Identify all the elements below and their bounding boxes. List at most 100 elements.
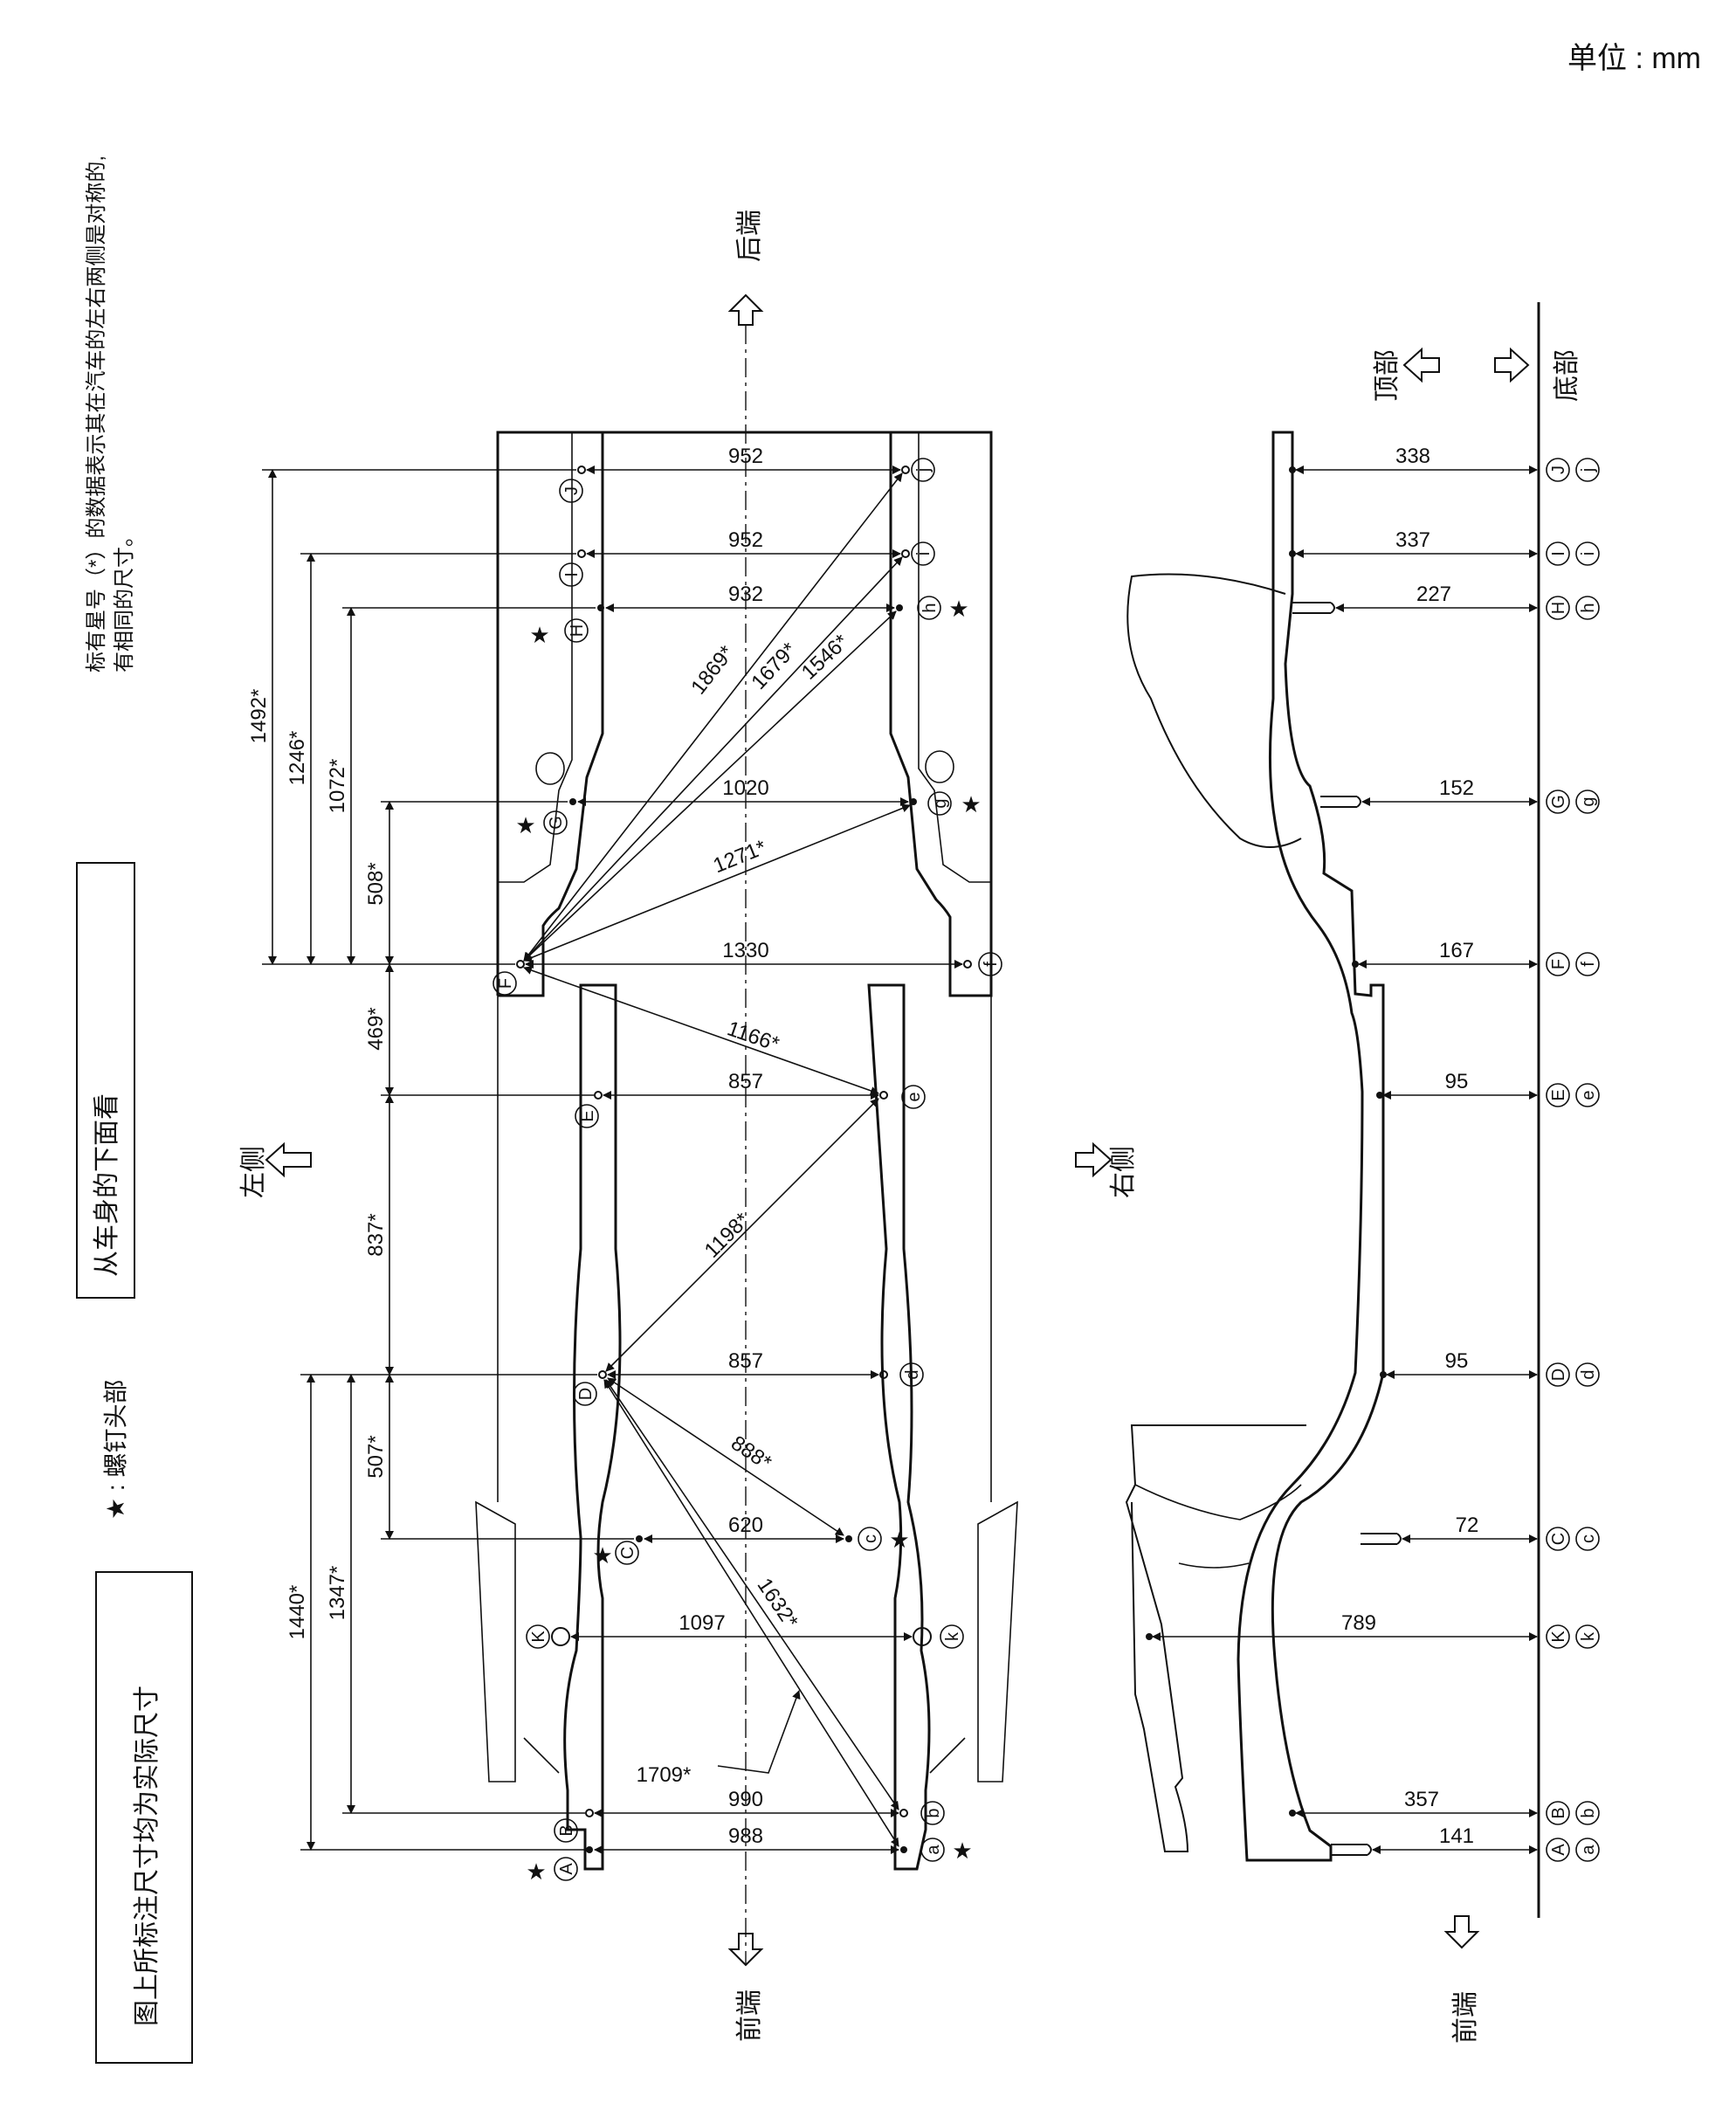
svg-text:h: h xyxy=(1579,603,1598,612)
right-side-label: 右侧 xyxy=(1109,1146,1138,1198)
width-J-j: 952 xyxy=(728,445,763,468)
svg-text:★: ★ xyxy=(889,1527,909,1553)
label-f: f xyxy=(982,962,1001,967)
width-B-b: 990 xyxy=(728,1788,763,1811)
rear-arrow-icon xyxy=(727,293,764,326)
label-h: h xyxy=(920,603,940,612)
label-G: G xyxy=(547,816,566,830)
side-points xyxy=(1146,466,1402,1856)
diag-1546: 1546* xyxy=(797,630,853,685)
long-1440: 1440* xyxy=(286,1585,309,1640)
label-F: F xyxy=(496,978,515,989)
svg-text:d: d xyxy=(1579,1369,1598,1379)
star-note: ★ : 螺钉头部 xyxy=(102,1380,129,1520)
height-C: 72 xyxy=(1456,1514,1479,1537)
unit-label: 单位 : mm xyxy=(1567,42,1701,75)
svg-text:★: ★ xyxy=(952,1838,972,1864)
label-A: A xyxy=(557,1863,576,1875)
side-front-arrow-icon xyxy=(1443,1915,1480,1949)
asterisk-note-line1: 标有星号（*）的数据表示其在汽车的左右两侧是对称的, xyxy=(85,155,108,672)
label-g: g xyxy=(931,798,950,808)
left-arrow-icon xyxy=(265,1141,312,1178)
svg-text:a: a xyxy=(1579,1845,1598,1855)
side-view: 右侧 顶部 底部 前端 xyxy=(1075,302,1600,2044)
label-I: I xyxy=(562,572,582,577)
height-B: 357 xyxy=(1404,1788,1439,1811)
label-H: H xyxy=(568,624,587,637)
height-F: 167 xyxy=(1439,939,1474,962)
diag-1679: 1679* xyxy=(747,638,802,694)
label-K: K xyxy=(529,1631,548,1643)
svg-text:b: b xyxy=(1579,1808,1598,1817)
left-side-label: 左侧 xyxy=(239,1146,268,1198)
label-D: D xyxy=(576,1388,596,1400)
asterisk-note-line2: 有相同的尺寸。 xyxy=(113,526,136,672)
height-G: 152 xyxy=(1439,776,1474,800)
diag-888: 888* xyxy=(727,1431,775,1475)
width-I-i: 952 xyxy=(728,528,763,552)
width-G-g: 1020 xyxy=(722,776,768,800)
svg-text:A: A xyxy=(1549,1844,1568,1856)
svg-text:B: B xyxy=(1549,1807,1568,1818)
height-E: 95 xyxy=(1445,1070,1469,1093)
svg-text:D: D xyxy=(1549,1369,1568,1381)
label-e: e xyxy=(905,1092,924,1101)
label-B: B xyxy=(557,1824,576,1836)
diag-1709: 1709* xyxy=(637,1763,692,1787)
svg-text:K: K xyxy=(1549,1631,1568,1643)
svg-text:k: k xyxy=(1579,1631,1598,1641)
plan-view: 后端 前端 左侧 xyxy=(239,210,1018,2042)
label-b: b xyxy=(924,1808,943,1817)
svg-text:★: ★ xyxy=(526,1858,546,1885)
svg-text:c: c xyxy=(1579,1534,1598,1543)
label-d: d xyxy=(903,1369,922,1379)
label-E: E xyxy=(578,1110,597,1121)
top-label: 顶部 xyxy=(1373,349,1402,402)
svg-text:H: H xyxy=(1549,602,1568,614)
label-a: a xyxy=(924,1845,943,1855)
side-point-labels: J j I i H h G g F f E e D d C c K k B b … xyxy=(1546,458,1600,1862)
svg-text:J: J xyxy=(1549,465,1568,474)
side-height-dims: 338 337 227 152 167 95 95 72 789 357 141 xyxy=(1152,445,1538,1854)
svg-text:I: I xyxy=(1549,551,1568,556)
long-507: 507* xyxy=(364,1435,388,1478)
svg-text:i: i xyxy=(1579,552,1598,555)
front-label: 前端 xyxy=(735,1989,764,2042)
side-front-label: 前端 xyxy=(1451,1991,1480,2044)
bottom-arrow-icon xyxy=(1494,347,1530,383)
bottom-label: 底部 xyxy=(1553,349,1581,402)
actual-size-box xyxy=(95,1571,193,2064)
svg-text:E: E xyxy=(1549,1089,1568,1100)
width-F-f: 1330 xyxy=(722,939,768,962)
plan-extension-lines xyxy=(262,469,634,1851)
right-arrow-icon xyxy=(1075,1141,1113,1178)
height-J: 338 xyxy=(1395,445,1430,468)
svg-text:f: f xyxy=(1579,962,1598,967)
width-C-c: 620 xyxy=(728,1514,763,1537)
plan-width-dims: 952 952 932 1020 1330 857 857 620 1097 9… xyxy=(525,445,963,1854)
actual-size-label: 图上所标注尺寸均为实际尺寸 xyxy=(133,1686,162,2026)
label-k: k xyxy=(943,1631,962,1641)
long-837: 837* xyxy=(364,1213,388,1256)
front-arrow-icon xyxy=(727,1933,764,1967)
svg-text:C: C xyxy=(1549,1533,1568,1545)
label-C: C xyxy=(618,1547,637,1559)
svg-text:★: ★ xyxy=(961,791,981,817)
svg-text:G: G xyxy=(1549,795,1568,809)
plan-longitudinal-dims: 1492* 1246* 1072* 508* 469* 837* 507* 13… xyxy=(247,469,394,1851)
label-j: j xyxy=(914,468,933,472)
width-H-h: 932 xyxy=(728,583,763,606)
long-1347: 1347* xyxy=(326,1566,349,1621)
svg-text:F: F xyxy=(1549,959,1568,969)
diag-1271: 1271* xyxy=(710,836,769,879)
label-J: J xyxy=(562,486,582,495)
diag-1166: 1166* xyxy=(724,1017,782,1056)
width-E-e: 857 xyxy=(728,1070,763,1093)
svg-text:g: g xyxy=(1579,796,1598,806)
label-c: c xyxy=(861,1534,880,1543)
long-1072: 1072* xyxy=(326,759,349,814)
long-1492: 1492* xyxy=(247,689,271,744)
svg-text:★: ★ xyxy=(529,622,549,648)
label-i: i xyxy=(914,552,933,555)
height-A: 141 xyxy=(1439,1824,1474,1848)
